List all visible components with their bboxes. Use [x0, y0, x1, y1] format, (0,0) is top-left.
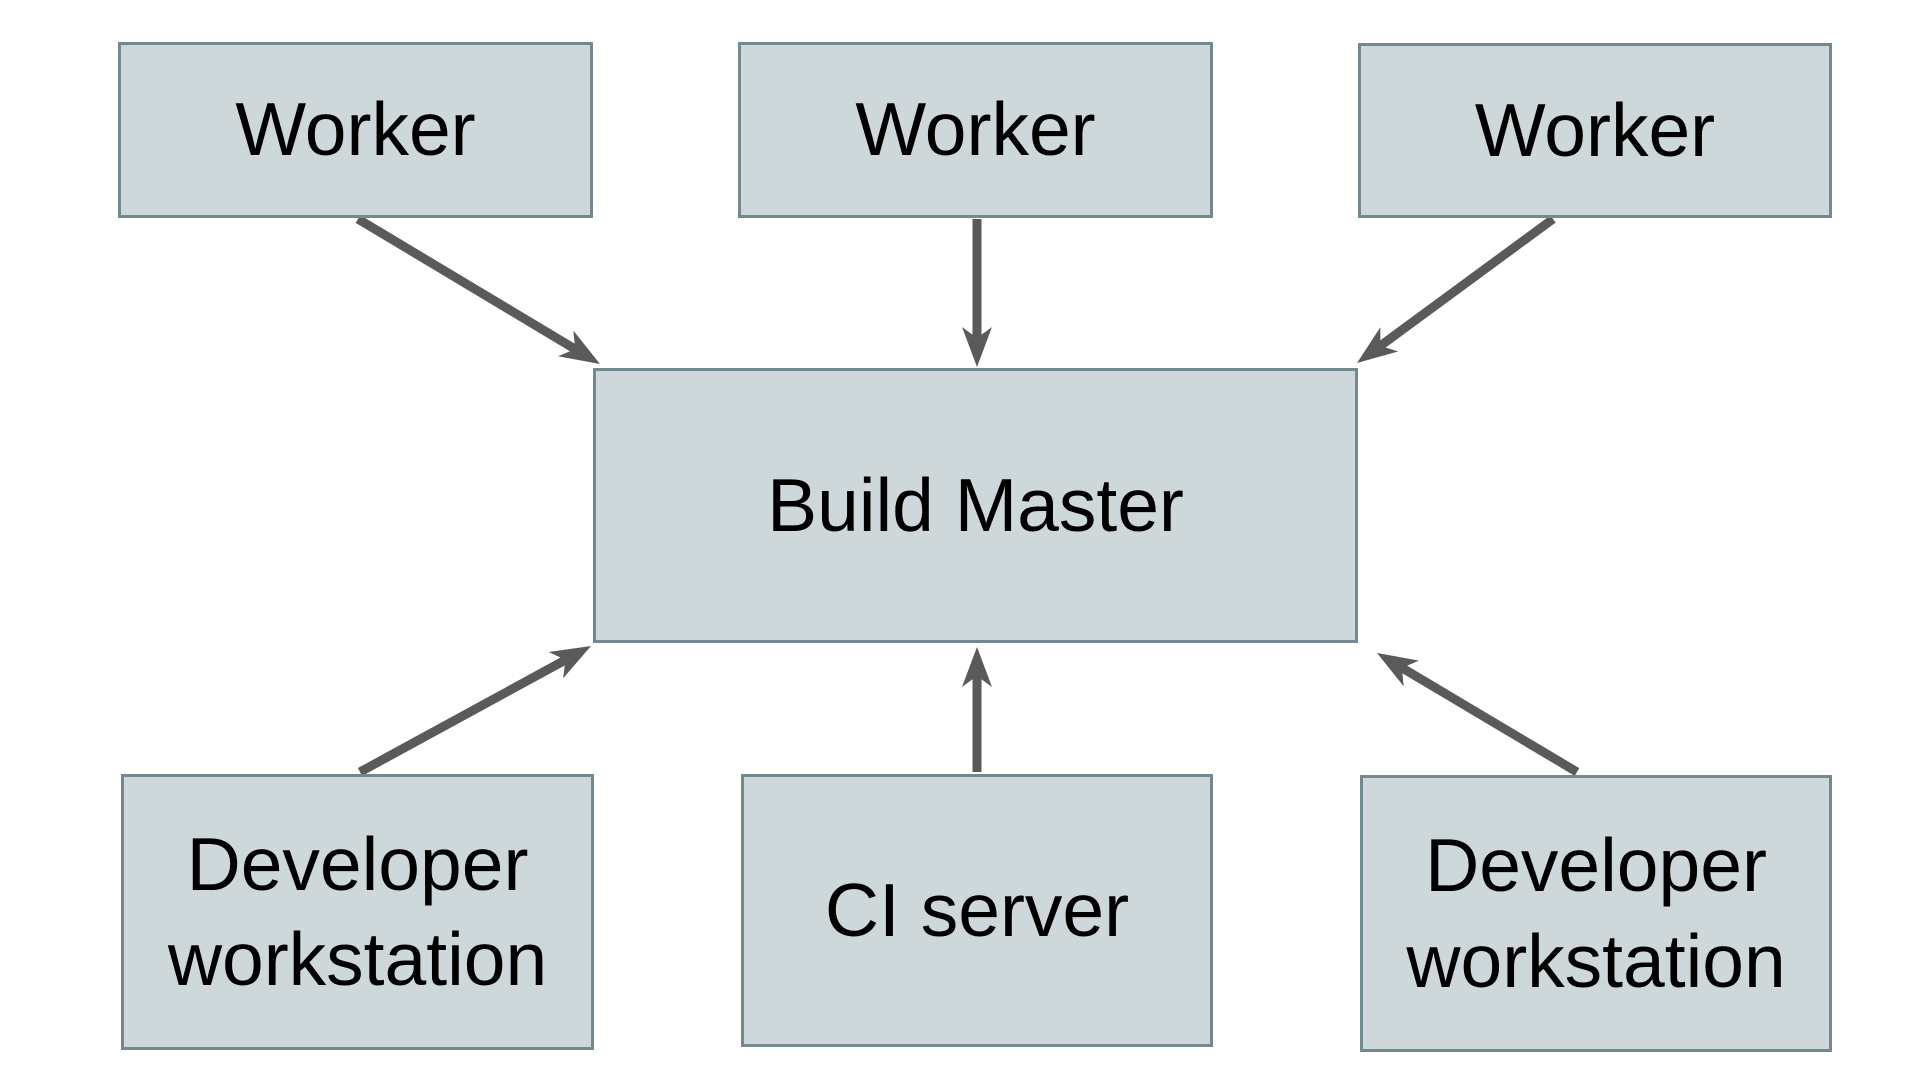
edge-worker-1-to-build-master — [355, 215, 601, 364]
node-label-worker-1: Worker — [235, 87, 476, 172]
node-build-master: Build Master — [593, 368, 1358, 643]
node-worker-3: Worker — [1358, 43, 1832, 218]
node-ci-server: CI server — [741, 774, 1213, 1047]
node-developer-workstation-2: Developer workstation — [1360, 775, 1832, 1052]
edge-developer-workstation-1-to-build-master — [357, 645, 592, 776]
node-label-ci-server: CI server — [824, 867, 1130, 952]
node-worker-2: Worker — [738, 42, 1213, 218]
edge-developer-workstation-2-to-build-master — [1377, 652, 1580, 776]
node-label-build-master: Build Master — [767, 462, 1184, 547]
node-label-developer-workstation-2: Developer workstation — [1406, 823, 1786, 1003]
node-label-worker-2: Worker — [855, 87, 1096, 172]
node-label-developer-workstation-1: Developer workstation — [167, 821, 548, 1001]
edge-worker-3-to-build-master — [1356, 215, 1556, 363]
node-worker-1: Worker — [118, 42, 593, 218]
node-label-worker-3: Worker — [1474, 87, 1716, 172]
node-developer-workstation-1: Developer workstation — [121, 774, 594, 1050]
